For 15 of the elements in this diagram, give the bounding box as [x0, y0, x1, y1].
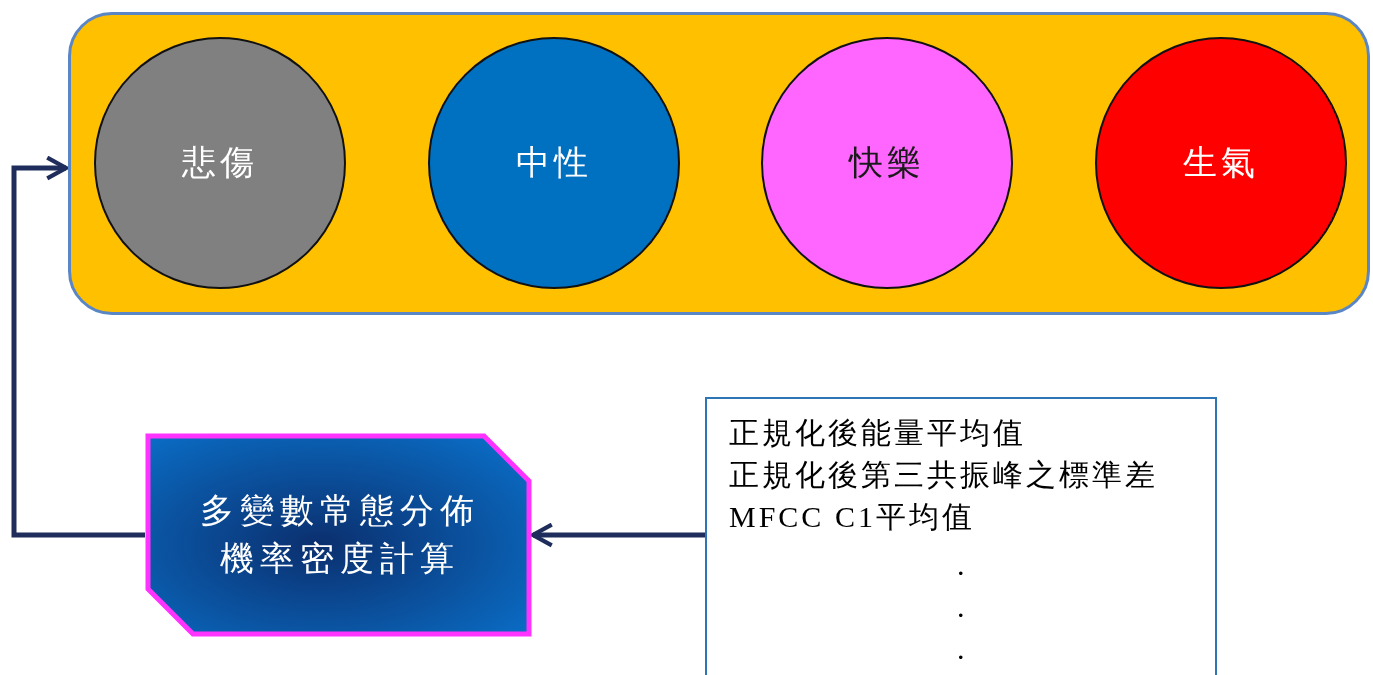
arrow [11, 155, 145, 538]
ellipsis-dot: . [957, 547, 965, 583]
rounded-panel [68, 12, 1370, 315]
ellipsis-dot: . [957, 589, 965, 625]
feature-text: 正規化後第三共振峰之標準差 [729, 457, 1158, 493]
emotion-circle: 悲傷 [94, 37, 346, 289]
process-label: 多變數常態分佈機率密度計算 [199, 491, 481, 579]
emotion-circle: 生氣 [1095, 37, 1347, 289]
ellipsis-dot: . [957, 631, 965, 667]
arrow [530, 522, 705, 548]
text-box [705, 397, 1217, 675]
emotion-circle: 快樂 [761, 37, 1013, 289]
feature-text: 正規化後能量平均值 [729, 415, 1026, 451]
feature-text: MFCC C1平均值 [729, 499, 975, 535]
emotion-circle: 中性 [428, 37, 680, 289]
